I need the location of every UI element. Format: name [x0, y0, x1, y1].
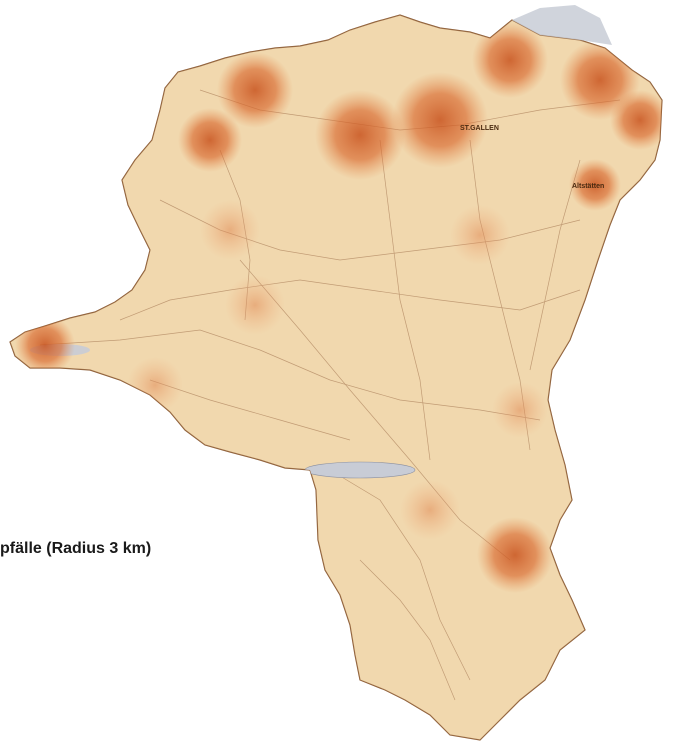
hotspot-rapperswil: [15, 315, 75, 375]
lake-bodensee: [512, 5, 612, 45]
hotspot-buchs: [492, 382, 548, 438]
hotspot-north-1: [217, 52, 293, 128]
hotspot-altstaetten: [569, 159, 621, 211]
hotspot-sargans-west: [400, 480, 460, 540]
hotspot-st-gallen: [392, 72, 488, 168]
hotspot-wil: [178, 108, 242, 172]
hotspot-uznach: [225, 275, 285, 335]
hotspot-east-valley: [610, 90, 662, 150]
hotspot-schmerikon: [127, 357, 183, 413]
lake-walensee: [304, 461, 416, 479]
city-label-altstaetten: Altstätten: [572, 183, 604, 190]
hotspot-mid-1: [200, 200, 260, 260]
hotspot-gossau: [315, 90, 405, 180]
hotspot-wattwil: [450, 205, 510, 265]
legend-caption: pfälle (Radius 3 km): [0, 540, 152, 557]
hotspot-sargans: [477, 517, 553, 593]
city-label-st-gallen: ST.GALLEN: [460, 125, 499, 132]
hotspot-rorschach: [472, 22, 548, 98]
